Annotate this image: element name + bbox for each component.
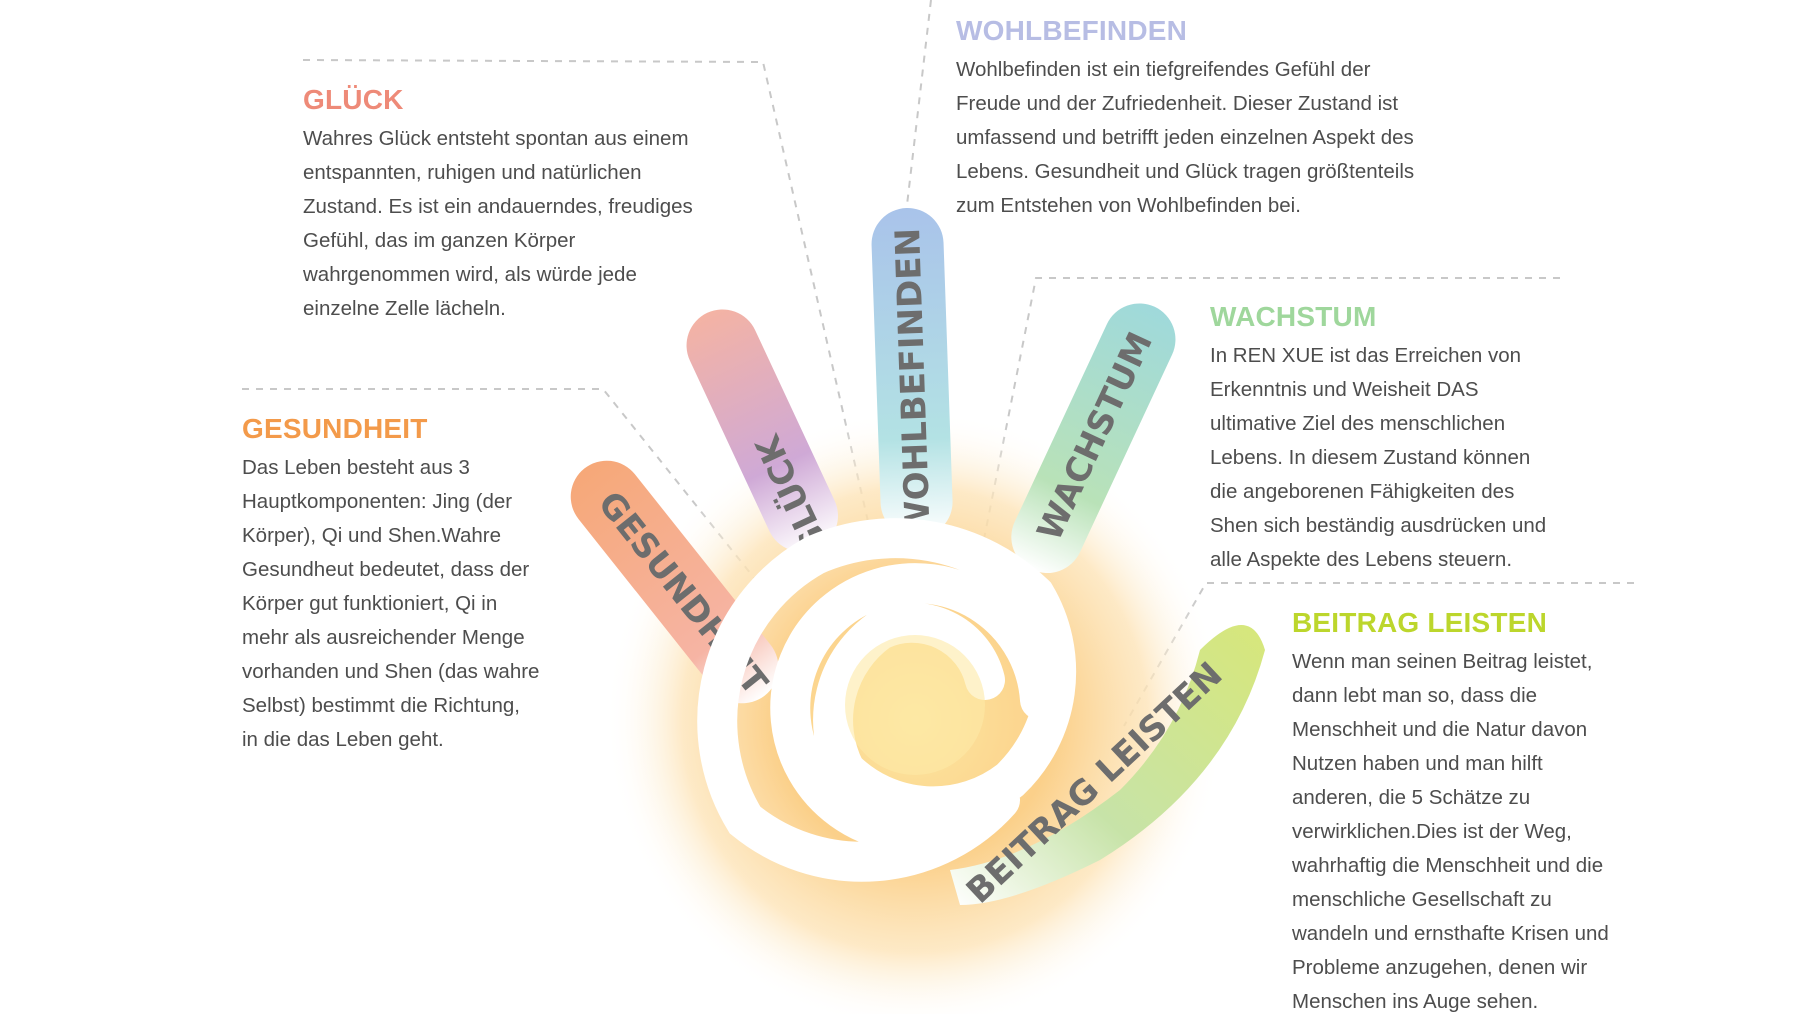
text-line: Körper), Qi und Shen.Wahre — [242, 524, 502, 547]
text-line: zum Entstehen von Wohlbefinden bei. — [956, 194, 1301, 217]
text-line: Wohlbefinden ist ein tiefgreifendes Gefü… — [956, 58, 1371, 81]
section-gesundheit: GESUNDHEIT Das Leben besteht aus 3 Haupt… — [242, 413, 539, 757]
connector-glueck — [302, 59, 873, 540]
text-line: wahrhaftig die Menschheit und die — [1292, 854, 1604, 877]
text-line: Menschheit und die Natur davon — [1292, 718, 1588, 741]
text-line: Körper gut funktioniert, Qi in — [242, 592, 498, 615]
text-line: umfassend und betrifft jeden einzelnen A… — [956, 126, 1414, 149]
text-line: Gefühl, das im ganzen Körper — [303, 229, 576, 252]
finger-wohlbefinden: WOHLBEFINDEN — [871, 207, 953, 538]
text-line: Lebens. In diesem Zustand können — [1210, 446, 1531, 469]
text-line: Das Leben besteht aus 3 — [242, 456, 470, 479]
text-line: Menschen ins Auge sehen. — [1292, 990, 1539, 1013]
text-line: in die das Leben geht. — [242, 728, 444, 751]
text-line: Zustand. Es ist ein andauerndes, freudig… — [303, 195, 693, 218]
text-line: menschliche Gesellschaft zu — [1292, 888, 1552, 911]
connector-wohlbefinden — [906, 0, 932, 206]
text-line: die angeborenen Fähigkeiten des — [1210, 480, 1515, 503]
section-beitrag: BEITRAG LEISTEN Wenn man seinen Beitrag … — [1292, 607, 1609, 1019]
text-line: wahrgenommen wird, als würde jede — [303, 263, 637, 286]
text-line: verwirklichen.Dies ist der Weg, — [1292, 820, 1572, 843]
section-title: WOHLBEFINDEN — [956, 15, 1188, 46]
text-line: wandeln und ernsthafte Krisen und — [1292, 922, 1609, 945]
section-wachstum: WACHSTUM In REN XUE ist das Erreichen vo… — [1210, 301, 1546, 577]
text-line: mehr als ausreichender Menge — [242, 626, 525, 649]
section-title: BEITRAG LEISTEN — [1292, 607, 1548, 638]
text-line: Wahres Glück entsteht spontan aus einem — [303, 127, 689, 150]
text-line: Hauptkomponenten: Jing (der — [242, 490, 513, 513]
text-line: Probleme anzugehen, denen wir — [1292, 956, 1588, 979]
section-glueck: GLÜCK Wahres Glück entsteht spontan aus … — [303, 84, 693, 326]
text-line: Gesundheut bedeutet, dass der — [242, 558, 530, 581]
palm-spiral — [697, 518, 1077, 882]
text-line: vorhanden und Shen (das wahre — [242, 660, 540, 683]
text-line: anderen, die 5 Schätze zu — [1292, 786, 1531, 809]
section-wohlbefinden: WOHLBEFINDEN Wohlbefinden ist ein tiefgr… — [956, 15, 1414, 223]
text-line: entspannten, ruhigen und natürlichen — [303, 161, 642, 184]
section-title: GESUNDHEIT — [242, 413, 428, 444]
text-line: Lebens. Gesundheit und Glück tragen größ… — [956, 160, 1415, 183]
text-line: Selbst) bestimmt die Richtung, — [242, 694, 521, 717]
text-line: Shen sich beständig ausdrücken und — [1210, 514, 1547, 537]
section-title: GLÜCK — [303, 84, 404, 115]
text-line: dann lebt man so, dass die — [1292, 684, 1538, 707]
text-line: In REN XUE ist das Erreichen von — [1210, 344, 1522, 367]
section-title: WACHSTUM — [1210, 301, 1377, 332]
text-line: Wenn man seinen Beitrag leistet, — [1292, 650, 1593, 673]
text-line: alle Aspekte des Lebens steuern. — [1210, 548, 1513, 571]
text-line: ultimative Ziel des menschlichen — [1210, 412, 1506, 435]
text-line: einzelne Zelle lächeln. — [303, 297, 506, 320]
finger-beitrag — [950, 625, 1265, 905]
text-line: Nutzen haben und man hilft — [1292, 752, 1543, 775]
text-line: Freude und der Zufriedenheit. Dieser Zus… — [956, 92, 1399, 115]
text-line: Erkenntnis und Weisheit DAS — [1210, 378, 1479, 401]
